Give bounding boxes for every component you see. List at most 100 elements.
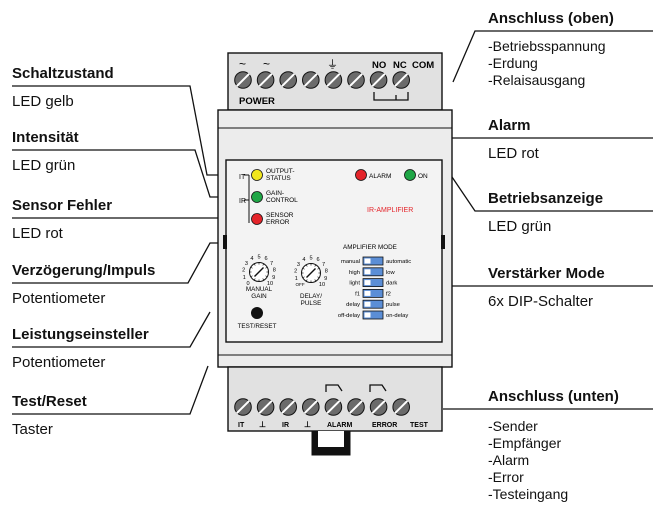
dip-label-right: pulse <box>386 302 400 308</box>
dial-tick-label: 7 <box>322 262 325 268</box>
dial-tick-label: 8 <box>273 268 276 274</box>
dip-switch-slider <box>364 301 371 307</box>
top-label-nc: NC <box>393 60 407 71</box>
bottom-label-ir: IR <box>282 422 289 429</box>
dip-label-left: high <box>349 270 360 276</box>
dip-label-left: manual <box>341 259 360 265</box>
dial-tick-label: OFF <box>295 282 304 287</box>
led-label-output-2: STATUS <box>266 175 291 182</box>
test-reset-button[interactable] <box>251 307 263 319</box>
dip-switch-slider <box>364 258 371 264</box>
dip-label-right: automatic <box>386 259 411 265</box>
delay-pulse-label-1: DELAY/ <box>300 293 322 300</box>
callout-list-anschluss-unten: -Sender -Empfänger -Alarm -Error -Testei… <box>488 418 568 503</box>
list-item: -Error <box>488 469 524 485</box>
terminal-screw <box>369 71 388 89</box>
terminal-screw <box>302 71 320 89</box>
dip-label-left: off-delay <box>338 313 360 319</box>
led-label-error-2: ERROR <box>266 219 290 226</box>
callout-title-anschluss-oben: Anschluss (oben) <box>488 10 614 27</box>
callout-desc-test-reset: Taster <box>12 421 53 438</box>
dip-switch-body <box>362 288 384 298</box>
list-item: -Empfänger <box>488 435 562 451</box>
dial-tick-label: 5 <box>309 256 312 262</box>
dip-label-right: dark <box>386 281 397 287</box>
dial-tick-label: 4 <box>250 256 253 262</box>
amp-mode-title: AMPLIFIER MODE <box>343 244 397 251</box>
callout-title-verstaerker-mode: Verstärker Mode <box>488 265 605 282</box>
dial-tick-label: 4 <box>302 257 305 263</box>
terminal-screw <box>302 398 320 416</box>
dial-tick-label: 7 <box>270 261 273 267</box>
sensor-error-led <box>251 213 263 225</box>
dip-label-left: delay <box>346 302 360 308</box>
top-label-power: POWER <box>239 96 275 107</box>
dial-tick-label: 1 <box>243 275 246 281</box>
led-label-gain-1: GAIN- <box>266 190 284 197</box>
list-item: -Relaisausgang <box>488 72 586 88</box>
callout-title-test-reset: Test/Reset <box>12 393 87 410</box>
brand-label: IR-AMPLIFIER <box>367 207 413 214</box>
callout-desc-leistungseinsteller: Potentiometer <box>12 354 106 371</box>
dip-switch-body <box>362 299 384 309</box>
bottom-label-gnd-1: ⊥ <box>259 420 266 429</box>
alarm-led <box>355 169 367 181</box>
dial-tick-label: 3 <box>297 262 300 268</box>
dip-label-left: light <box>349 281 360 287</box>
callout-title-leistungseinsteller: Leistungseinsteller <box>12 326 149 343</box>
top-label-tilde-2: ~ <box>263 57 270 71</box>
bottom-label-error: ERROR <box>372 422 397 429</box>
dial-indicator <box>306 268 316 278</box>
list-item: -Alarm <box>488 452 530 468</box>
bottom-terminal-screws <box>234 398 411 416</box>
led-label-it: IT <box>239 174 246 181</box>
dip-label-right: f2 <box>386 291 391 297</box>
terminal-screw <box>234 398 252 416</box>
callout-list-anschluss-oben: -Betriebsspannung -Erdung -Relaisausgang <box>488 38 606 89</box>
dip-label-right: on-delay <box>386 313 408 319</box>
dip-switch[interactable]: delay pulse <box>346 299 400 309</box>
top-label-ground: ⏚ <box>327 58 338 71</box>
dip-switch-slider <box>364 269 371 275</box>
terminal-screw <box>256 398 275 416</box>
dial-tick-label: 1 <box>295 276 298 282</box>
terminal-screw <box>392 398 411 416</box>
led-label-ir: IR <box>239 198 246 205</box>
gain-control-led <box>251 191 263 203</box>
led-label-error-1: SENSOR <box>266 212 294 219</box>
top-terminal-screws <box>234 71 411 89</box>
dial-tick-label: 9 <box>324 276 327 282</box>
dial-tick-label: 3 <box>245 261 248 267</box>
callout-title-schaltzustand: Schaltzustand <box>12 65 114 82</box>
dial-tick-label: 0 <box>246 281 249 287</box>
bottom-label-it: IT <box>238 422 245 429</box>
led-label-alarm: ALARM <box>369 173 391 180</box>
dial-tick-label: 9 <box>272 275 275 281</box>
list-item: -Betriebsspannung <box>488 38 606 54</box>
callout-desc-schaltzustand: LED gelb <box>12 93 74 110</box>
led-label-on: ON <box>418 173 428 180</box>
callout-desc-alarm: LED rot <box>488 145 539 162</box>
output-status-led <box>251 169 263 181</box>
dial-tick-label: 10 <box>267 281 273 287</box>
dip-switch[interactable]: manual automatic <box>341 256 411 266</box>
dip-switch-body <box>362 267 384 277</box>
dip-switch-body <box>362 310 384 320</box>
list-item: -Testeingang <box>488 486 569 502</box>
callout-title-sensor-fehler: Sensor Fehler <box>12 197 113 214</box>
callout-desc-verstaerker-mode: 6x DIP-Schalter <box>488 293 594 310</box>
relay-symbols <box>325 384 387 392</box>
on-led <box>404 169 416 181</box>
dip-switch[interactable]: light dark <box>349 278 397 288</box>
terminal-screw <box>279 71 298 89</box>
dip-switch[interactable]: off-delay on-delay <box>338 310 408 320</box>
callout-desc-betriebsanzeige: LED grün <box>488 218 552 235</box>
top-label-no: NO <box>372 60 386 71</box>
dip-switch-body <box>362 278 384 288</box>
dip-switch-slider <box>364 280 371 286</box>
dial-tick-label: 2 <box>294 269 297 275</box>
